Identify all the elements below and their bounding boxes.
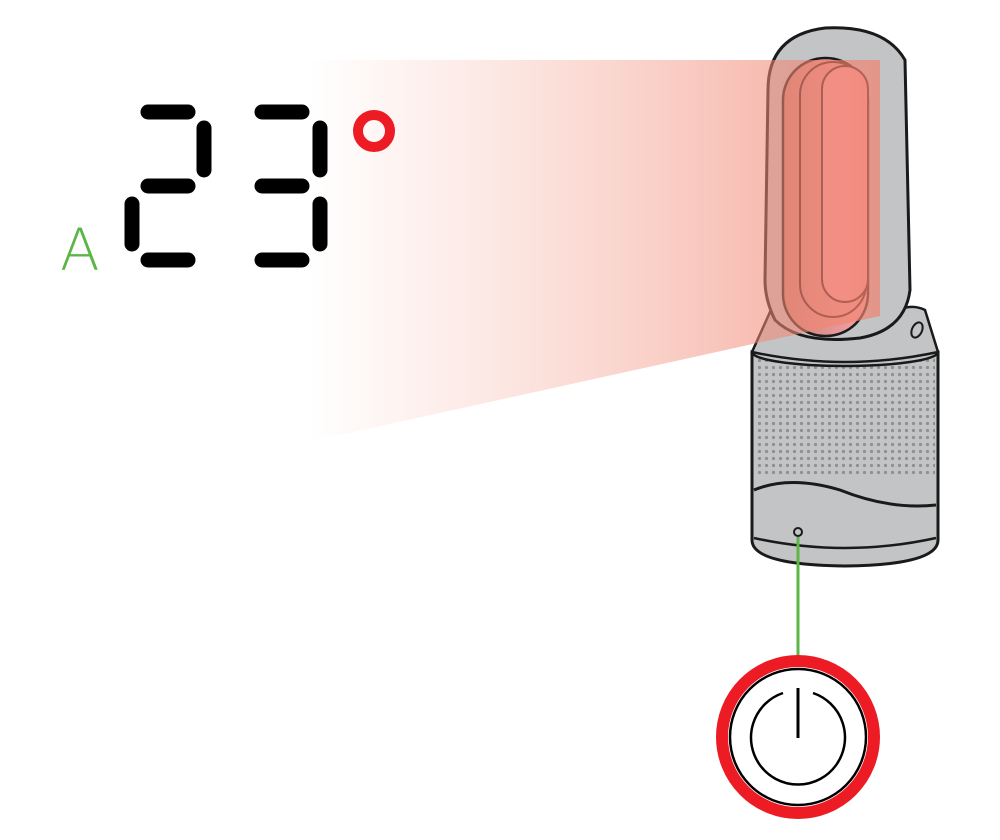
sensor-icon <box>793 527 803 537</box>
mode-letter: A <box>60 216 100 284</box>
power-icon <box>749 688 847 786</box>
temperature-digit-2 <box>124 104 212 268</box>
purifier-grille <box>755 355 935 475</box>
power-button[interactable] <box>716 655 880 819</box>
degree-icon <box>353 110 395 152</box>
heat-beam <box>308 60 880 442</box>
device-base <box>750 336 940 568</box>
temperature-digit-3 <box>254 104 328 268</box>
